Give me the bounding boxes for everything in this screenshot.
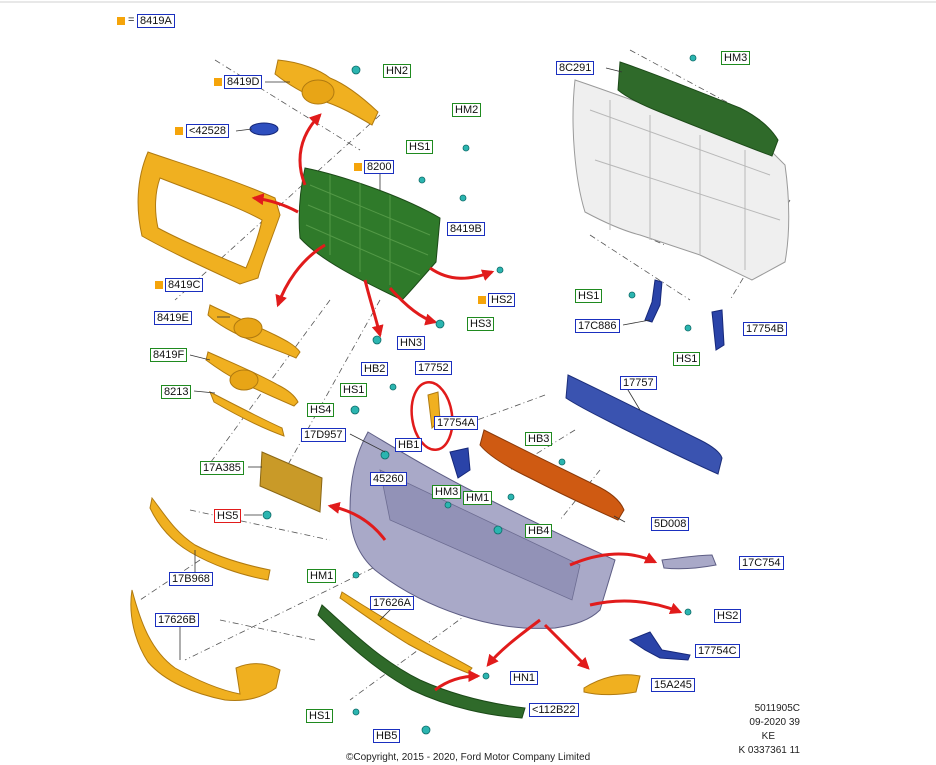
copyright-notice: ©Copyright, 2015 - 2020, Ford Motor Comp… xyxy=(346,752,591,763)
side-trim-17C754 xyxy=(661,554,717,570)
callout-HB1[interactable]: HB1 xyxy=(395,438,423,452)
bracket-17C886 xyxy=(644,279,663,323)
callout-HB5[interactable]: HB5 xyxy=(373,729,401,743)
lower-valance-17626B xyxy=(130,589,281,701)
legend-equals: = xyxy=(128,14,135,26)
callout-17C886[interactable]: 17C886 xyxy=(575,319,620,333)
callout-HS1-mid[interactable]: HS1 xyxy=(340,383,368,397)
callout-17B968[interactable]: 17B968 xyxy=(169,572,213,586)
callout-HS1-top[interactable]: HS1 xyxy=(406,140,434,154)
callout-17A385[interactable]: 17A385 xyxy=(200,461,244,475)
diagram-region: KE xyxy=(761,731,775,742)
callout-HM3-top[interactable]: HM3 xyxy=(721,51,751,65)
callout-HB2[interactable]: HB2 xyxy=(361,362,389,376)
callout-17754C[interactable]: 17754C xyxy=(695,644,740,658)
callout-HS2-top[interactable]: HS2 xyxy=(488,293,516,307)
callout-17C754[interactable]: 17C754 xyxy=(739,556,784,570)
diagram-code: 5011905C xyxy=(754,703,800,714)
callout-HN2[interactable]: HN2 xyxy=(383,64,412,78)
callout-8419C[interactable]: 8419C xyxy=(165,278,204,292)
callout-112B22[interactable]: <112B22 xyxy=(529,703,579,717)
legend-swatch xyxy=(117,17,125,25)
callout-8419D[interactable]: 8419D xyxy=(224,75,263,89)
callout-42528[interactable]: <42528 xyxy=(186,124,230,138)
grille-bar-8419E-bulge xyxy=(233,317,263,339)
callout-17626B[interactable]: 17626B xyxy=(155,613,199,627)
callout-8213[interactable]: 8213 xyxy=(161,385,192,399)
callout-HS4[interactable]: HS4 xyxy=(307,403,335,417)
grille-frame-8419C xyxy=(137,151,281,285)
callout-HM1-mid[interactable]: HM1 xyxy=(463,491,493,505)
callout-8419B[interactable]: 8419B xyxy=(447,222,485,236)
swatch-8200 xyxy=(354,163,362,171)
callout-HS1-low[interactable]: HS1 xyxy=(306,709,334,723)
callout-HS1-right-low[interactable]: HS1 xyxy=(673,352,701,366)
diagram-date: 09-2020 39 xyxy=(749,717,800,728)
callout-8200[interactable]: 8200 xyxy=(364,160,395,174)
callout-17757[interactable]: 17757 xyxy=(620,376,657,390)
lower-strip-17626A xyxy=(339,591,473,674)
legend-code: 8419A xyxy=(137,14,175,28)
move-arrows-lower xyxy=(327,502,683,692)
callout-HM1-low[interactable]: HM1 xyxy=(307,569,337,583)
swatch-8419D xyxy=(214,78,222,86)
callout-HM3-mid[interactable]: HM3 xyxy=(432,485,462,499)
energy-absorber-5D008 xyxy=(479,429,625,521)
callout-HN3[interactable]: HN3 xyxy=(397,336,426,350)
callout-HS3[interactable]: HS3 xyxy=(467,317,495,331)
callout-8419F[interactable]: 8419F xyxy=(150,348,188,362)
callout-17754A[interactable]: 17754A xyxy=(434,416,478,430)
lower-deflector-112B22 xyxy=(317,604,526,719)
callout-HN1[interactable]: HN1 xyxy=(510,671,539,685)
grille-bar-8419F-bulge xyxy=(229,369,259,391)
fasteners xyxy=(262,54,697,735)
callout-HS2-right[interactable]: HS2 xyxy=(714,609,742,623)
bracket-17754C xyxy=(628,631,691,661)
callout-15A245[interactable]: 15A245 xyxy=(651,678,695,692)
swatch-HS2 xyxy=(478,296,486,304)
callout-5D008[interactable]: 5D008 xyxy=(651,517,690,531)
swatch-8419C xyxy=(155,281,163,289)
swatch-42528 xyxy=(175,127,183,135)
move-arrows-upper xyxy=(251,113,495,338)
callout-HM2[interactable]: HM2 xyxy=(452,103,482,117)
callout-HB4[interactable]: HB4 xyxy=(525,524,553,538)
callout-17752[interactable]: 17752 xyxy=(415,361,452,375)
callout-HB3[interactable]: HB3 xyxy=(525,432,553,446)
callout-HS5[interactable]: HS5 xyxy=(214,509,242,523)
ford-emblem-42528 xyxy=(249,122,279,136)
fog-lamp-bezel-15A245 xyxy=(583,674,641,696)
license-plate-bracket-17A385 xyxy=(259,451,323,513)
callout-45260[interactable]: 45260 xyxy=(370,472,407,486)
callout-17D957[interactable]: 17D957 xyxy=(301,428,346,442)
radiator-cover-8C291 xyxy=(617,61,779,157)
callout-17626A[interactable]: 17626A xyxy=(370,596,414,610)
grille-bar-center-bulge xyxy=(301,79,335,105)
callout-17754B[interactable]: 17754B xyxy=(743,322,787,336)
highlight-ring xyxy=(410,380,454,452)
grille-insert-8200 xyxy=(298,167,441,301)
callout-8419E[interactable]: 8419E xyxy=(154,311,192,325)
bracket-17754A xyxy=(449,447,471,479)
bumper-beam-17757 xyxy=(565,374,723,475)
lower-grille-17B968 xyxy=(149,496,271,581)
bracket-17754B xyxy=(711,309,725,351)
callout-HS1-right[interactable]: HS1 xyxy=(575,289,603,303)
grille-bar-8213 xyxy=(209,390,285,437)
diagram-reference: K 0337361 11 xyxy=(738,745,800,756)
callout-8C291[interactable]: 8C291 xyxy=(556,61,595,75)
